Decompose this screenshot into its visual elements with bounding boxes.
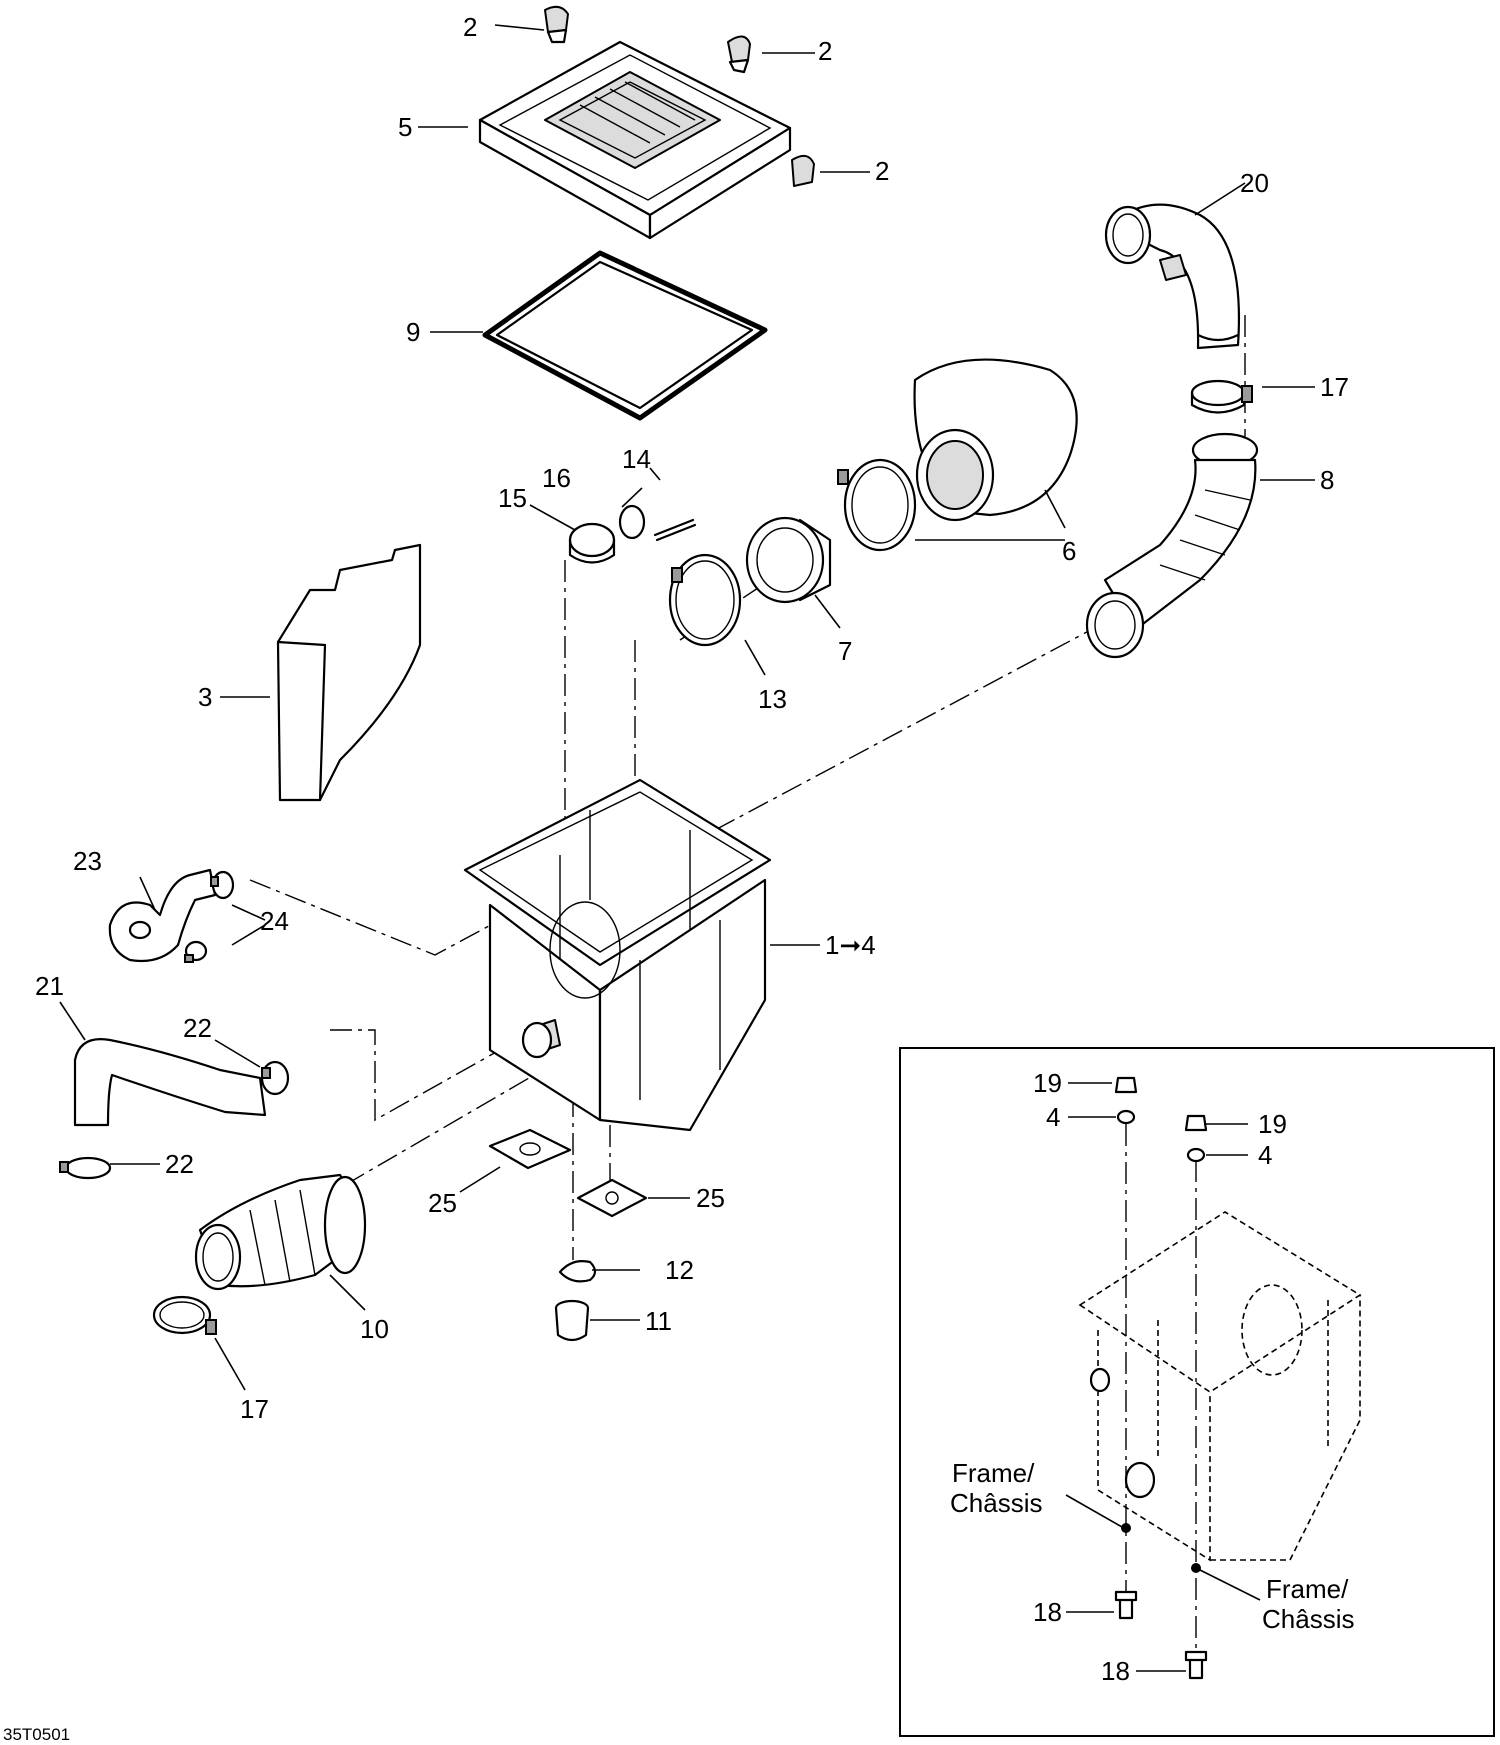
callout-2-b: 2	[818, 36, 832, 66]
inset-callout-4-b: 4	[1258, 1140, 1272, 1170]
callout-8: 8	[1320, 465, 1334, 495]
callout-7: 7	[838, 636, 852, 666]
callout-15: 15	[498, 483, 527, 513]
disc-part-16	[618, 504, 646, 540]
hose-part-23	[108, 868, 217, 963]
clamp-part-6	[837, 458, 917, 552]
inset-callout-4-a: 4	[1046, 1102, 1060, 1132]
airbox-cover-part-5	[478, 40, 792, 240]
inset-leaders	[1065, 1082, 1261, 1672]
elbow-duct-part-20	[1104, 203, 1241, 350]
clip-part-2-c	[791, 154, 815, 187]
clamp-part-24-b	[184, 940, 208, 963]
inset-frame-label-a-line2: Châssis	[950, 1488, 1042, 1518]
inset-frame-label-b-line1: Frame/	[1266, 1574, 1349, 1604]
panel-part-3	[276, 543, 422, 802]
callout-17-a: 17	[1320, 372, 1349, 402]
inset-callout-18-b: 18	[1101, 1656, 1130, 1686]
callout-labels: 2 2 2 5 9 20 17 8 14 16 15 6 7 13 3 1➞4 …	[35, 12, 1349, 1424]
assembly-dash-lines	[249, 315, 1246, 1260]
callout-20: 20	[1240, 168, 1269, 198]
callout-14: 14	[622, 444, 651, 474]
pad-part-25-b	[576, 1178, 648, 1218]
callout-5: 5	[398, 112, 412, 142]
callout-11: 11	[645, 1306, 672, 1336]
clamp-part-17-lower	[152, 1295, 217, 1335]
clamp-part-22-a	[260, 1060, 290, 1096]
callout-21: 21	[35, 971, 64, 1001]
inset-airbox-ghost	[1078, 1211, 1362, 1562]
inset-callout-19-b: 19	[1258, 1109, 1287, 1139]
ring-part-12	[558, 1260, 597, 1283]
clamp-part-17-upper	[1190, 379, 1253, 414]
callout-23: 23	[73, 846, 102, 876]
callout-12: 12	[665, 1255, 694, 1285]
duct-part-10	[194, 1173, 367, 1291]
clamp-part-22-b	[59, 1156, 112, 1180]
callout-17-b: 17	[240, 1394, 269, 1424]
filter-gasket-part-9	[482, 250, 768, 421]
clamp-part-13	[668, 553, 742, 647]
callout-25-b: 25	[696, 1183, 725, 1213]
callout-1-4: 1➞4	[825, 930, 876, 960]
clip-part-2-a	[544, 5, 569, 44]
plug-part-15	[568, 522, 616, 564]
intake-duct-part-8	[1085, 432, 1259, 659]
air-filter-part-6	[913, 358, 1078, 522]
hose-part-21	[73, 1038, 267, 1127]
callout-9: 9	[406, 317, 420, 347]
callout-3: 3	[198, 682, 212, 712]
callout-10: 10	[360, 1314, 389, 1344]
drain-cap-part-11	[554, 1299, 590, 1342]
clip-part-2-b	[727, 35, 751, 74]
airbox-part-1	[463, 778, 772, 1132]
callout-16: 16	[542, 463, 571, 493]
callout-22-a: 22	[183, 1013, 212, 1043]
inset-frame-label-b-line2: Châssis	[1262, 1604, 1354, 1634]
diagram-code: 35T0501	[3, 1725, 70, 1744]
coupler-part-7	[745, 516, 832, 604]
inset-frame-label-a-line1: Frame/	[952, 1458, 1035, 1488]
pad-part-25-a	[488, 1128, 572, 1170]
inset-hardware-left	[1114, 1076, 1138, 1620]
callout-22-b: 22	[165, 1149, 194, 1179]
callout-13: 13	[758, 684, 787, 714]
callout-2-a: 2	[463, 12, 477, 42]
callout-leader-lines	[59, 24, 1315, 1391]
callout-2-c: 2	[875, 156, 889, 186]
inset-callout-18-a: 18	[1033, 1597, 1062, 1627]
clamp-part-24-a	[210, 870, 235, 900]
callout-24: 24	[260, 906, 289, 936]
inset-callout-19-a: 19	[1033, 1068, 1062, 1098]
pin-part-14	[653, 518, 697, 542]
callout-25-a: 25	[428, 1188, 457, 1218]
callout-6: 6	[1062, 536, 1076, 566]
mounting-inset: 19 4 19 4 Frame/ Châssis Frame/ Châssis …	[899, 1047, 1495, 1737]
